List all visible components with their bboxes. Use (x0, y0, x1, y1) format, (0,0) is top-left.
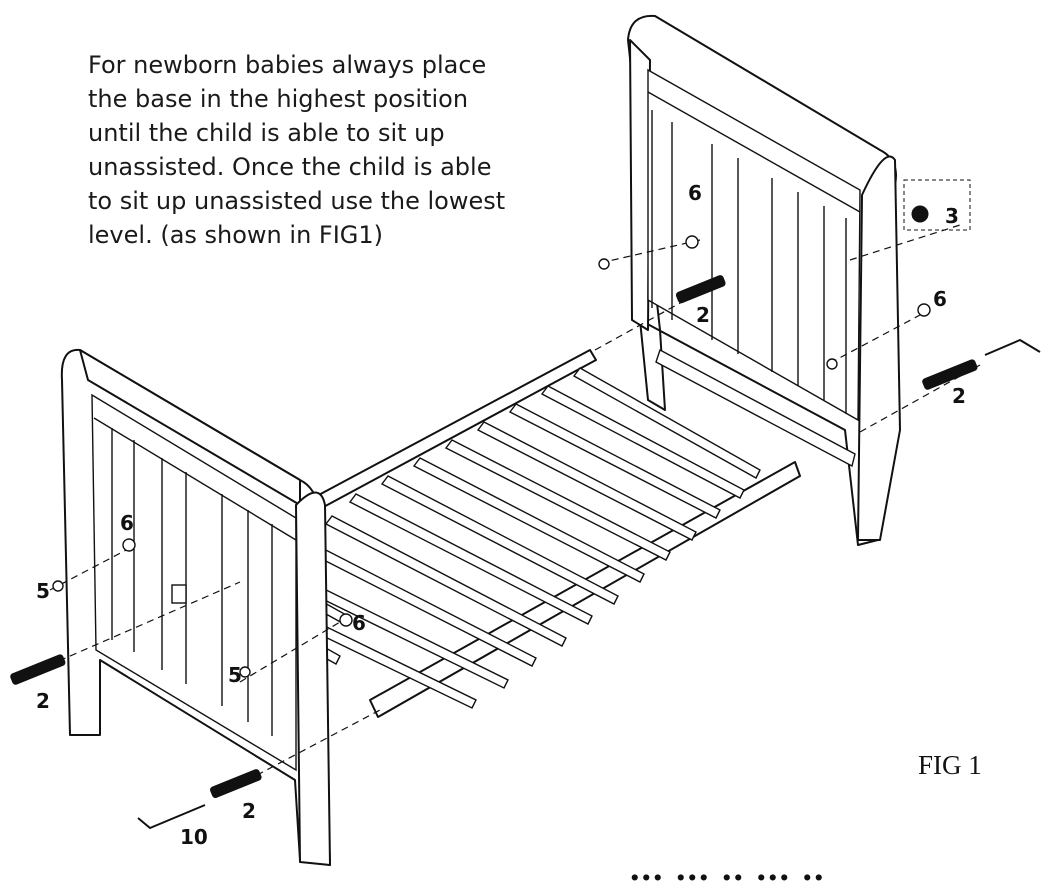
cam-bolt-icon (52, 580, 64, 592)
allen-key-icon (984, 339, 1041, 356)
detail-box (903, 179, 971, 231)
cam-bolt-icon (239, 666, 251, 678)
part-callouts: 6 3 2 6 2 6 5 6 5 2 2 10 (36, 181, 966, 849)
callout-label: 6 (120, 511, 134, 535)
bolt-icon (10, 654, 66, 685)
cam-lock-icon (122, 538, 136, 552)
callout-label: 3 (945, 204, 959, 228)
callout-label: 2 (242, 799, 256, 823)
callout-label: 6 (352, 611, 366, 635)
cropped-bottom-text: ... ... .. ... .. (630, 847, 826, 889)
cam-lock-icon (917, 303, 931, 317)
washer-icon (911, 205, 929, 223)
instruction-line: to sit up unassisted use the lowest (88, 187, 506, 215)
instruction-line: the base in the highest position (88, 85, 469, 113)
instruction-line: unassisted. Once the child is able (88, 153, 492, 181)
callout-label: 2 (36, 689, 50, 713)
callout-label: 6 (688, 181, 702, 205)
callout-label: 6 (933, 287, 947, 311)
bolt-icon (675, 275, 726, 304)
callout-label: 2 (952, 384, 966, 408)
cam-bolt-icon (826, 358, 838, 370)
instruction-line: level. (as shown in FIG1) (88, 221, 384, 249)
cot-assembly-diagram: 6 3 2 6 2 6 5 6 5 2 2 10 (10, 14, 1041, 866)
cam-lock-icon (339, 613, 353, 627)
bolt-icon (922, 359, 978, 390)
hardware (10, 179, 1041, 829)
bolt-icon (210, 769, 262, 798)
callout-label: 5 (36, 579, 50, 603)
assembly-instruction: For newborn babies always place the base… (88, 48, 588, 252)
cam-bolt-icon (598, 258, 610, 270)
figure-label: FIG 1 (918, 750, 982, 780)
cam-lock-icon (685, 235, 699, 249)
rear-end-panel (627, 14, 901, 546)
base-slats (221, 348, 856, 718)
callout-label: 5 (228, 663, 242, 687)
front-end-panel (60, 348, 331, 866)
callout-label: 10 (180, 825, 208, 849)
instruction-line: For newborn babies always place (88, 51, 487, 79)
instruction-line: until the child is able to sit up (88, 119, 445, 147)
callout-label: 2 (696, 303, 710, 327)
allen-key-icon (137, 804, 206, 829)
